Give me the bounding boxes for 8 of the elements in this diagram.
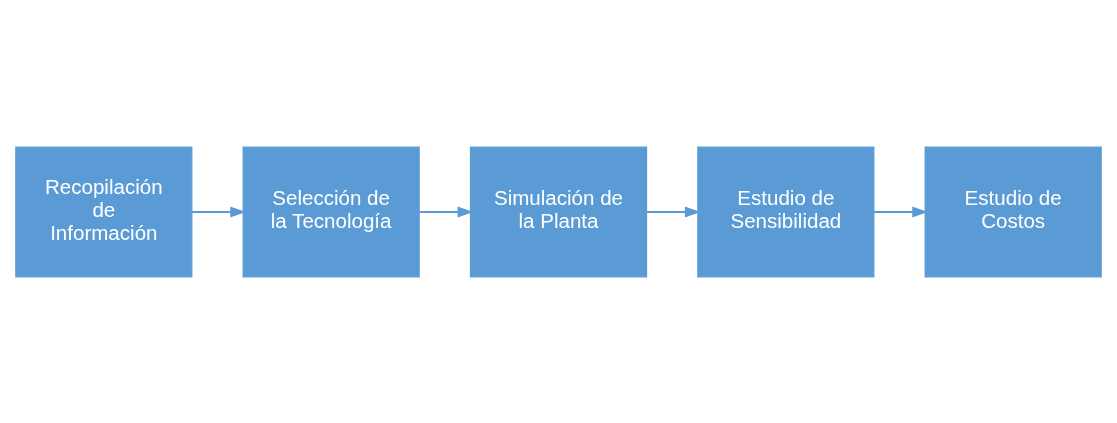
node-box: Simulación de la Planta: [469, 146, 648, 277]
node-box: Recopilación de Información: [15, 146, 193, 277]
node-box: Estudio de Sensibilidad: [697, 146, 875, 277]
arrow: [874, 206, 928, 217]
arrow: [192, 206, 246, 217]
node-box: Selección de la Tecnología: [242, 146, 420, 277]
node-box: Estudio de Costos: [924, 146, 1102, 277]
arrow: [646, 206, 701, 217]
